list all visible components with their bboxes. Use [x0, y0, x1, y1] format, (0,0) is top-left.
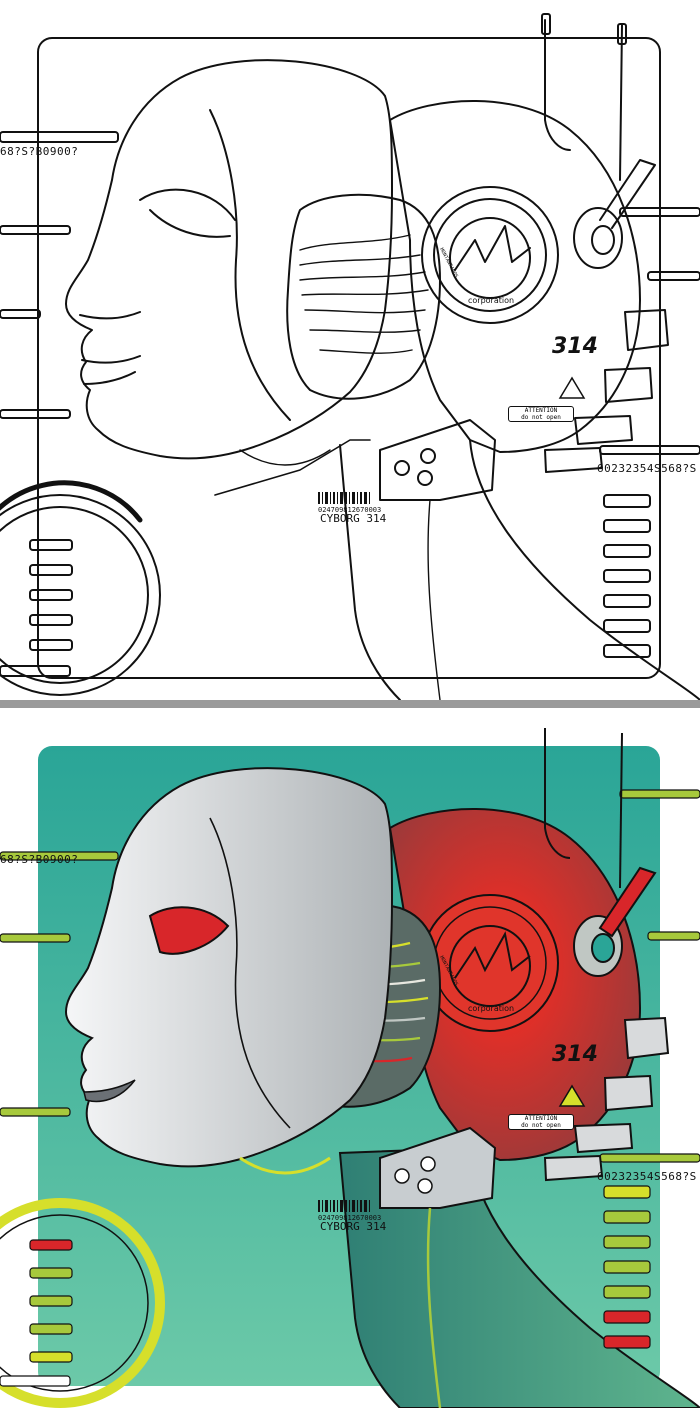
hud-bar: [619, 207, 700, 217]
hud-bar: [599, 445, 700, 455]
warning-plate: ATTENTION do not open: [508, 1114, 574, 1130]
barcode-number: 024709812670003: [318, 506, 382, 514]
warning-title: ATTENTION: [524, 407, 558, 414]
panel-separator: [0, 700, 700, 708]
left-gauge-colored: [0, 1198, 165, 1408]
unit-number: 314: [552, 334, 598, 359]
frame-outline: [37, 37, 661, 679]
antenna: [544, 19, 571, 151]
cyborg-colored: [0, 728, 700, 1408]
lower-bracket-colored: [379, 1126, 497, 1209]
hud-bar: [647, 271, 700, 281]
corp-name: corporation: [468, 1004, 515, 1013]
unit-number: 314: [552, 1042, 598, 1067]
warning-triangle-colored: [558, 1084, 586, 1107]
hud-bar: [0, 225, 71, 235]
ear-piece: [573, 159, 656, 269]
corp-name: corporation: [468, 296, 515, 305]
face-outline: [65, 59, 393, 460]
hud-bar: [0, 409, 71, 419]
code-readout-right: 60232354S568?S: [597, 462, 697, 475]
cyborg-line-art: [0, 13, 700, 700]
barcode: [318, 492, 370, 504]
left-gauge: [0, 480, 161, 696]
code-readout-left: 68?S?B0900?: [0, 145, 79, 158]
code-readout-left: 68?S?B0900?: [0, 853, 79, 866]
warning-triangle: [558, 376, 586, 399]
jaw-plates: [544, 309, 669, 473]
red-eye: [148, 906, 230, 955]
wires: [299, 234, 429, 354]
hud-bar: [0, 309, 41, 319]
hud-bars-colored: [0, 789, 700, 1163]
warning-text: do not open: [521, 414, 561, 421]
helmet-outline: [389, 100, 641, 453]
model-label: CYBORG 314: [320, 512, 387, 525]
jaw-plates-colored: [543, 1016, 670, 1182]
model-label: CYBORG 314: [320, 1220, 387, 1233]
right-indicator-stack-colored: [603, 1185, 651, 1349]
barcode-number: 024709812670003: [318, 1214, 382, 1222]
warning-text: do not open: [521, 1122, 561, 1129]
code-readout-right: 60232354S568?S: [597, 1170, 697, 1183]
line-art-panel: 68?S?B0900? 60232354S568?S 0247098126700…: [0, 0, 700, 700]
warning-title: ATTENTION: [524, 1115, 558, 1122]
colored-panel: 68?S?B0900? 60232354S568?S 0247098126700…: [0, 708, 700, 1408]
lips: [83, 1079, 136, 1103]
right-indicator-stack: [603, 494, 651, 658]
lower-bracket: [379, 419, 496, 501]
exposed-circuitry: [286, 193, 441, 400]
warning-plate: ATTENTION do not open: [508, 406, 574, 422]
hud-bar: [0, 131, 119, 143]
antenna: [619, 24, 623, 181]
neck-outline: [339, 444, 401, 700]
